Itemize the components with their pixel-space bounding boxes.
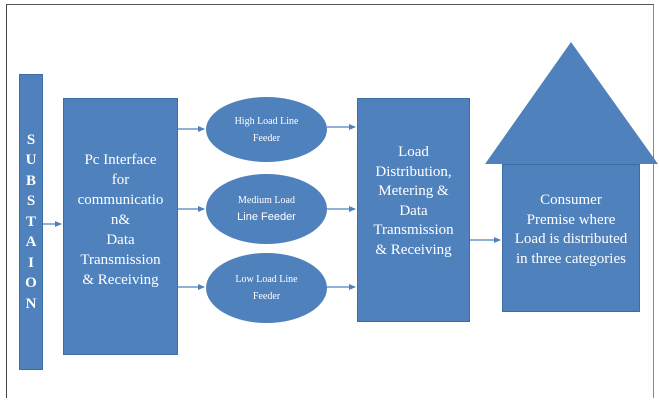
pc-interface-line: n& [110, 211, 131, 228]
consumer-premise-box: Consumer Premise where Load is distribut… [502, 164, 640, 312]
load-distribution-line: Transmission [373, 222, 454, 238]
substation-box: S U B S T A I O N [19, 74, 43, 370]
load-distribution-line: Load [398, 144, 429, 160]
feeder-label-line: High Load Line [234, 115, 299, 127]
medium-load-feeder-ellipse: Medium Load Line Feeder [206, 174, 327, 244]
substation-letter: S [26, 193, 36, 210]
consumer-line: in three categories [516, 250, 626, 267]
pc-interface-line: for [111, 171, 130, 188]
pc-interface-line: & Receiving [82, 271, 159, 288]
consumer-line: Load is distributed [514, 231, 628, 247]
substation-letter: A [25, 234, 37, 251]
low-load-feeder-ellipse: Low Load Line Feeder [206, 253, 327, 323]
feeder-label-line: Low Load Line [235, 274, 298, 285]
feeder-label-line: Feeder [252, 291, 281, 302]
feeder-label-line: Line Feeder [237, 211, 296, 223]
load-distribution-line: Data [399, 202, 428, 219]
consumer-line: Consumer [540, 192, 602, 208]
feeder-label-line: Feeder [252, 132, 281, 144]
substation-letter: O [25, 275, 37, 292]
substation-letter: N [25, 295, 37, 312]
feeder-label-line: Medium Load [238, 195, 295, 206]
substation-letter: S [26, 131, 36, 148]
substation-letter: B [25, 172, 36, 189]
house-roof [485, 42, 658, 164]
substation-letter: I [28, 254, 34, 271]
pc-interface-line: Transmission [80, 251, 161, 268]
pc-interface-box: Pc Interface for communicatio n& Data Tr… [63, 98, 178, 355]
high-load-feeder-ellipse: High Load Line Feeder [206, 97, 327, 162]
load-distribution-box: Load Distribution, Metering & Data Trans… [357, 98, 470, 322]
load-distribution-line: Distribution, [375, 163, 452, 180]
load-distribution-line: Metering & [378, 183, 449, 199]
pc-interface-line: communicatio [77, 191, 164, 208]
load-distribution-line: & Receiving [375, 241, 452, 258]
pc-interface-line: Data [106, 231, 135, 248]
substation-letter: U [25, 152, 37, 169]
figure-frame [6, 4, 654, 398]
pc-interface-line: Pc Interface [84, 151, 157, 168]
consumer-line: Premise where [526, 211, 616, 228]
substation-letter: T [25, 213, 36, 230]
